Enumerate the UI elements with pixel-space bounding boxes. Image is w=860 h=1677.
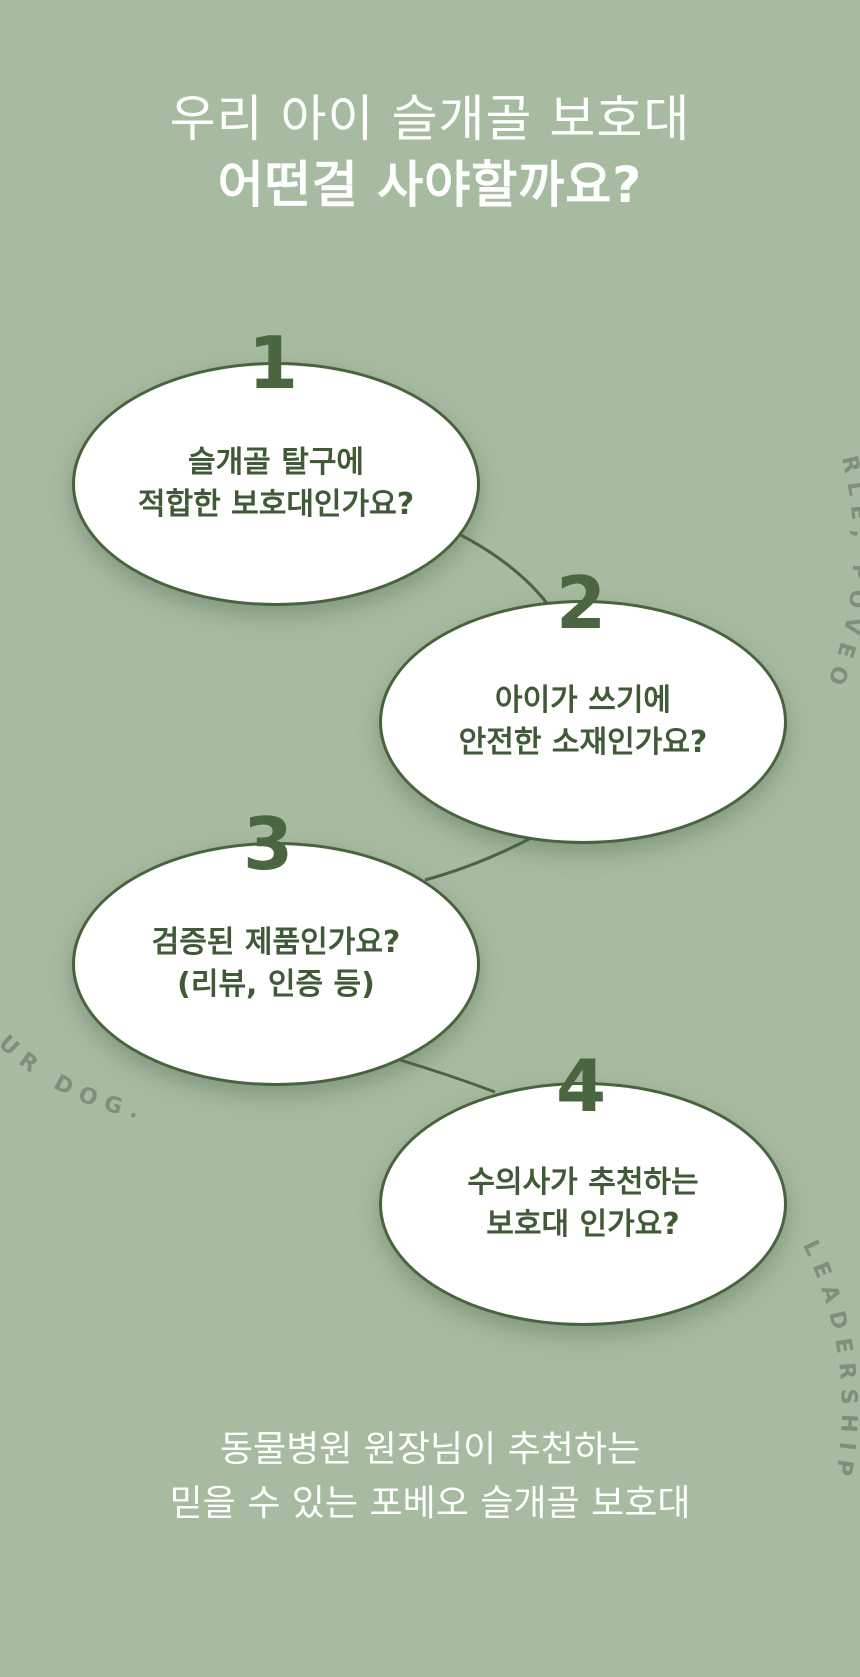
question-4-line2: 보호대 인가요? bbox=[486, 1207, 680, 1242]
question-text-1: 슬개골 탈구에 적합한 보호대인가요? bbox=[138, 442, 414, 526]
question-1-line1: 슬개골 탈구에 bbox=[187, 445, 365, 480]
connector-2-3 bbox=[424, 834, 536, 882]
header-title-line2: 어떤걸 사야할까요? bbox=[217, 156, 643, 214]
step-number-3: 3 bbox=[242, 802, 294, 886]
question-3-line2: (리뷰, 인증 등) bbox=[177, 967, 375, 1002]
question-1-line2: 적합한 보호대인가요? bbox=[137, 487, 415, 522]
footer-line2: 믿을 수 있는 포베오 슬개골 보호대 bbox=[169, 1483, 691, 1524]
question-text-3: 검증된 제품인가요? (리뷰, 인증 등) bbox=[152, 922, 401, 1006]
connector-1-2 bbox=[454, 530, 554, 611]
footer: 동물병원 원장님이 추천하는 믿을 수 있는 포베오 슬개골 보호대 bbox=[0, 1423, 860, 1531]
question-2-line1: 아이가 쓰기에 bbox=[494, 683, 672, 718]
footer-line1: 동물병원 원장님이 추천하는 bbox=[219, 1429, 641, 1470]
question-text-4: 수의사가 추천하는 보호대 인가요? bbox=[467, 1162, 698, 1246]
question-2-line2: 안전한 소재인가요? bbox=[458, 725, 708, 760]
question-bubble-2: 아이가 쓰기에 안전한 소재인가요? bbox=[379, 600, 787, 844]
question-bubble-4: 수의사가 추천하는 보호대 인가요? bbox=[379, 1082, 787, 1326]
header-title-line1: 우리 아이 슬개골 보호대 bbox=[169, 90, 691, 148]
step-number-4: 4 bbox=[555, 1044, 607, 1128]
question-3-line1: 검증된 제품인가요? bbox=[151, 925, 401, 960]
step-number-2: 2 bbox=[555, 561, 607, 645]
step-number-1: 1 bbox=[247, 321, 299, 405]
question-text-2: 아이가 쓰기에 안전한 소재인가요? bbox=[459, 680, 708, 764]
question-bubble-3: 검증된 제품인가요? (리뷰, 인증 등) bbox=[72, 842, 480, 1086]
header: 우리 아이 슬개골 보호대 어떤걸 사야할까요? bbox=[0, 86, 860, 218]
connector-3-4 bbox=[399, 1058, 496, 1094]
question-bubble-1: 슬개골 탈구에 적합한 보호대인가요? bbox=[72, 362, 480, 606]
question-4-line1: 수의사가 추천하는 bbox=[467, 1165, 699, 1200]
